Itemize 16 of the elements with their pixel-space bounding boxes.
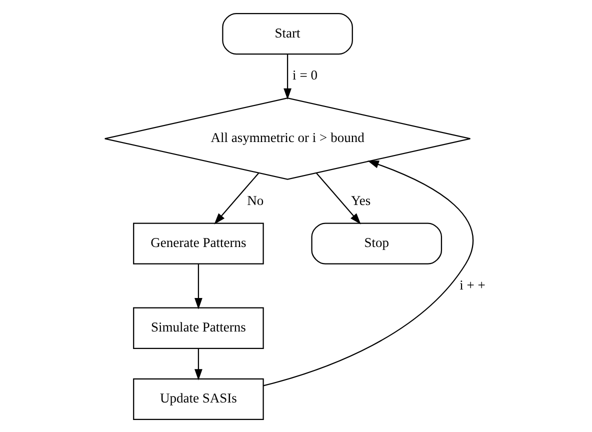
edge-label: i = 0 <box>292 67 318 82</box>
arrow <box>214 172 260 224</box>
node-box: Generate Patterns <box>133 222 264 264</box>
arrow <box>316 172 361 224</box>
arrow <box>284 54 292 100</box>
node-box: Start <box>222 12 353 54</box>
edge-label: Yes <box>351 192 371 208</box>
node-diamond: All asymmetric or i > bound <box>104 97 471 180</box>
arrow <box>263 160 474 386</box>
node-box: Stop <box>311 222 442 264</box>
edge-label: i + + <box>460 276 486 292</box>
arrow <box>194 348 202 380</box>
node-box: Update SASIs <box>133 378 264 420</box>
arrow <box>194 264 202 309</box>
node-box: Simulate Patterns <box>133 306 264 348</box>
edge-label: No <box>247 192 264 208</box>
